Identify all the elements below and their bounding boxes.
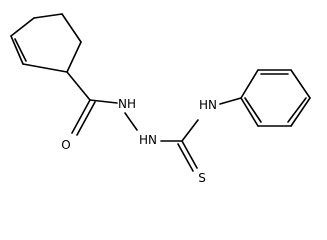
acyl-thiosemicarbazide-chain: [66, 71, 242, 172]
hydrazide-nh-label: NH: [118, 97, 136, 111]
atom-labels: O NH HN HN S: [61, 97, 217, 185]
hydrazide-hn-label: HN: [139, 133, 157, 147]
structure-diagram: O NH HN HN S: [10, 13, 311, 185]
anilide-nh-label: HN: [199, 98, 217, 112]
thione-sulfur-label: S: [198, 171, 206, 185]
molecule-svg: O NH HN HN S: [10, 13, 311, 185]
cyclohexene-ring: [10, 13, 82, 73]
carbonyl-oxygen-label: O: [61, 138, 70, 152]
benzene-ring: [240, 69, 311, 127]
